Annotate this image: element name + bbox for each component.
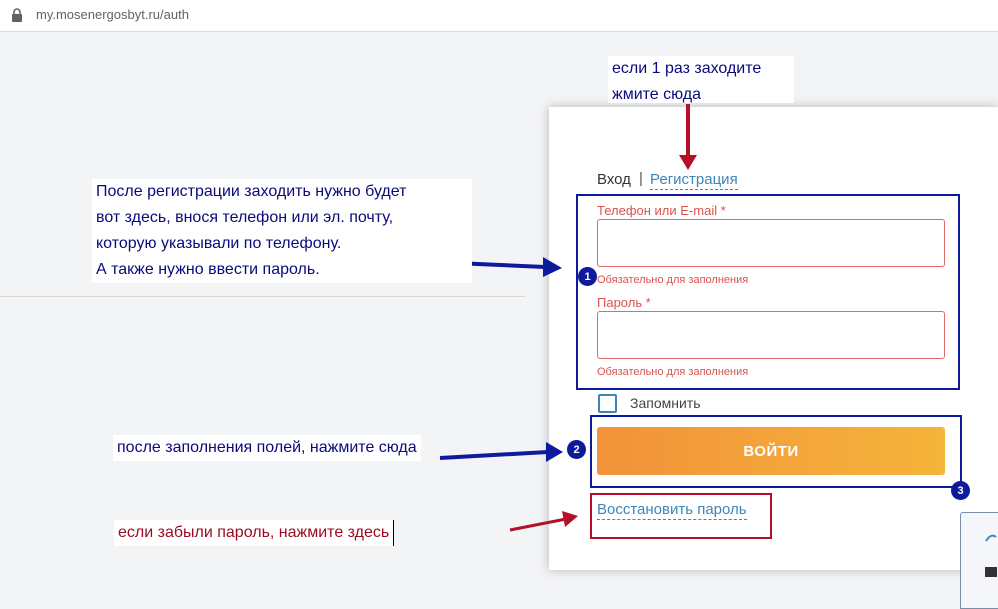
login-button-highlight-box (590, 415, 962, 488)
restore-password-link[interactable]: Восстановить пароль (597, 501, 747, 520)
url-text[interactable]: my.mosenergosbyt.ru/auth (36, 7, 189, 22)
page-divider (0, 296, 525, 297)
remember-label[interactable]: Запомнить (630, 395, 701, 411)
register-note-line2: жмите сюда (612, 86, 702, 103)
credentials-highlight-box (576, 194, 960, 390)
login-note-line2: вот здесь, внося телефон или эл. почту, (96, 209, 394, 226)
submit-note: после заполнения полей, нажмите сюда (113, 435, 421, 461)
login-button[interactable]: ВОЙТИ (597, 427, 945, 475)
lock-icon (12, 8, 22, 22)
password-label: Пароль * (597, 295, 651, 310)
login-note-line3: которую указывали по телефону. (96, 235, 342, 252)
register-note: если 1 раз заходите жмите сюда (608, 56, 794, 103)
phone-hint: Обязательно для заполнения (597, 274, 749, 286)
login-note: После регистрации заходить нужно будет в… (92, 179, 472, 283)
badge-2: 2 (567, 440, 586, 459)
badge-1: 1 (578, 267, 597, 286)
password-hint: Обязательно для заполнения (597, 366, 749, 378)
register-note-line1: если 1 раз заходите (612, 60, 762, 77)
login-note-line1: После регистрации заходить нужно будет (96, 183, 407, 200)
arrow-to-login-button (439, 442, 563, 462)
password-input[interactable] (597, 311, 945, 359)
phone-email-input[interactable] (597, 219, 945, 267)
restore-highlight-box (590, 493, 772, 539)
tab-register[interactable]: Регистрация (650, 171, 738, 190)
phone-label: Телефон или E-mail * (597, 203, 726, 218)
address-bar[interactable]: my.mosenergosbyt.ru/auth (0, 0, 998, 32)
shortcut-icon (985, 534, 997, 542)
forgot-note: если забыли пароль, нажмите здесь (114, 520, 395, 546)
remember-checkbox[interactable] (598, 394, 617, 413)
tab-separator: | (639, 170, 643, 187)
login-note-line4: А также нужно ввести пароль. (96, 261, 320, 278)
tab-login[interactable]: Вход (597, 171, 631, 188)
badge-3: 3 (951, 481, 970, 500)
toolbar-icon (985, 567, 997, 577)
overlay-widget[interactable] (960, 512, 998, 609)
